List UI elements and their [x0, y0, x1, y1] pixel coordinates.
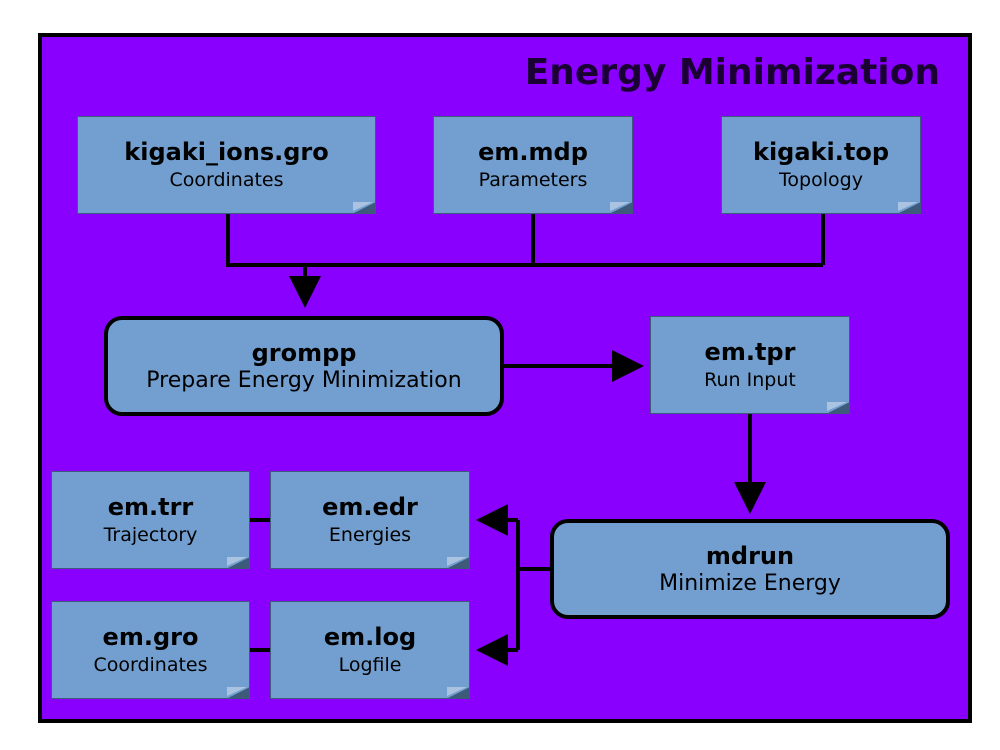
file-name: kigaki_ions.gro: [124, 138, 329, 166]
file-name: kigaki.top: [752, 138, 889, 166]
file-name: em.trr: [107, 493, 194, 521]
file-description: Parameters: [478, 169, 588, 191]
process-description: Prepare Energy Minimization: [146, 368, 462, 393]
file-name: em.log: [323, 623, 417, 651]
file-em-trr: em.trr Trajectory: [51, 471, 250, 569]
file-em-edr: em.edr Energies: [270, 471, 470, 569]
file-description: Logfile: [338, 654, 402, 676]
file-em-gro: em.gro Coordinates: [51, 601, 250, 699]
file-name: em.gro: [102, 623, 199, 651]
file-name: em.tpr: [704, 338, 796, 366]
file-em-mdp: em.mdp Parameters: [433, 116, 633, 214]
file-name: em.edr: [322, 493, 418, 521]
file-name: em.mdp: [478, 138, 588, 166]
file-description: Energies: [328, 524, 412, 546]
file-description: Coordinates: [169, 169, 284, 191]
file-em-log: em.log Logfile: [270, 601, 470, 699]
file-description: Trajectory: [103, 524, 198, 546]
file-description: Coordinates: [93, 654, 208, 676]
diagram-title: Energy Minimization: [524, 52, 940, 93]
process-mdrun: mdrun Minimize Energy: [550, 519, 950, 619]
file-description: Run Input: [704, 369, 796, 391]
process-name: mdrun: [705, 542, 795, 570]
edge-kigaki-ions-gro-to-grompp: [226, 214, 823, 267]
file-em-tpr: em.tpr Run Input: [650, 316, 850, 414]
process-name: grompp: [251, 339, 357, 367]
file-description: Topology: [779, 169, 863, 191]
process-grompp: grompp Prepare Energy Minimization: [104, 316, 504, 416]
process-description: Minimize Energy: [659, 571, 841, 596]
file-kigaki-top: kigaki.top Topology: [721, 116, 921, 214]
file-kigaki-ions-gro: kigaki_ions.gro Coordinates: [77, 116, 376, 214]
